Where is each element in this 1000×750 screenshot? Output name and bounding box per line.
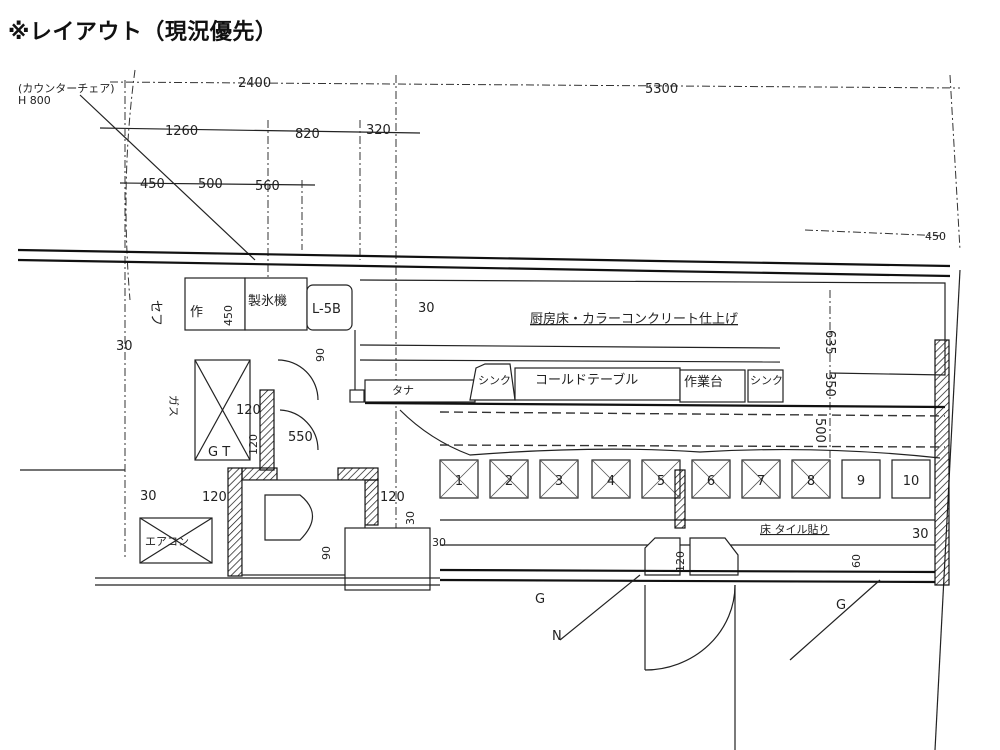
seat-number: 4	[607, 474, 615, 489]
seat-9: 9	[841, 459, 881, 499]
kitchen-counters	[359, 279, 946, 459]
dim-120-a: 120	[236, 403, 261, 418]
dim-120-c: 120	[202, 490, 227, 505]
seat-cross	[591, 459, 631, 499]
outer-wall	[17, 248, 961, 750]
dim-635: 635	[822, 330, 837, 355]
dim-30-d: 30	[432, 536, 446, 549]
glass-left-label: G	[535, 592, 545, 607]
dim-90-a: 90	[314, 348, 327, 362]
counter-seats: 1 2 3 4 5 6 7 8 9 10	[439, 459, 931, 499]
seat-cross	[539, 459, 579, 499]
dim-5300: 5300	[645, 82, 678, 97]
seat-10: 10	[891, 459, 931, 499]
seat-number: 8	[807, 474, 815, 489]
safe-label: セフ	[148, 300, 163, 326]
dim-30-c: 30	[140, 489, 157, 504]
hall-area	[439, 469, 936, 750]
kitchen-floor-note: 厨房床・カラーコンクリート仕上げ	[530, 311, 738, 327]
dim-450-vertical: 450	[222, 305, 235, 326]
gas-label: ガス	[167, 395, 180, 417]
work-table-main-label: 作業台	[684, 374, 723, 390]
sink-right-label: シンク	[750, 374, 783, 387]
l5b-label: L-5B	[312, 302, 341, 317]
seat-number: 10	[903, 474, 920, 489]
dim-30-b: 30	[418, 301, 435, 316]
dim-500: 500	[198, 177, 223, 192]
seat-box	[841, 459, 881, 499]
seat-6: 6	[691, 459, 731, 499]
seat-box	[891, 459, 931, 499]
seat-7: 7	[741, 459, 781, 499]
seat-number: 3	[555, 474, 563, 489]
seat-cross	[641, 459, 681, 499]
service-area	[95, 277, 476, 591]
seat-number: 5	[657, 474, 665, 489]
seat-number: 7	[757, 474, 765, 489]
dim-120-d: 120	[380, 490, 405, 505]
labels: (カウンターチェア) H 800 2400 5300 1260 820 320 …	[18, 76, 946, 644]
grease-trap-label: G T	[208, 445, 230, 460]
dim-90-b: 90	[320, 546, 333, 560]
sink-left-label: シンク	[478, 374, 511, 387]
seat-cross	[691, 459, 731, 499]
dim-550: 550	[288, 430, 313, 445]
seat-number: 1	[455, 474, 463, 489]
dim-500-vertical: 500	[812, 418, 827, 443]
seat-2: 2	[489, 459, 529, 499]
height-note: H 800	[18, 94, 51, 107]
seat-cross	[741, 459, 781, 499]
dim-60: 60	[850, 554, 863, 568]
aircon-label: エアコン	[145, 535, 189, 548]
seat-5: 5	[641, 459, 681, 499]
dimension-lines	[79, 69, 961, 560]
seat-4: 4	[591, 459, 631, 499]
seat-number: 9	[857, 474, 865, 489]
dim-450: 450	[140, 177, 165, 192]
seat-number: 6	[707, 474, 715, 489]
seat-number: 2	[505, 474, 513, 489]
dim-320: 320	[366, 123, 391, 138]
north-mark: N	[552, 629, 562, 644]
dim-350: 350	[822, 372, 837, 397]
work-table-label: 作	[190, 305, 203, 320]
dim-560: 560	[255, 179, 280, 194]
dim-30-f: 30	[404, 511, 417, 525]
dim-120-e: 120	[674, 551, 687, 572]
hall-floor-note: 床 タイル貼り	[760, 522, 830, 536]
seat-cross	[489, 459, 529, 499]
ice-machine-label: 製氷機	[248, 294, 287, 309]
cold-table-label: コールドテーブル	[535, 372, 638, 388]
glass-right-label: G	[836, 598, 846, 613]
dim-120-b: 120	[247, 434, 260, 455]
seat-3: 3	[539, 459, 579, 499]
dim-30-e: 30	[912, 527, 929, 542]
dim-30-a: 30	[116, 339, 133, 354]
dim-820: 820	[295, 127, 320, 142]
seat-1: 1	[439, 459, 479, 499]
dim-upper-right-450: 450	[925, 230, 946, 243]
counter-note: (カウンターチェア)	[18, 82, 115, 95]
seat-cross	[791, 459, 831, 499]
dim-2400: 2400	[238, 76, 271, 91]
seat-cross	[439, 459, 479, 499]
shelf-label: タナ	[392, 384, 414, 397]
dim-1260: 1260	[165, 124, 198, 139]
seat-8: 8	[791, 459, 831, 499]
page-title: ※レイアウト（現況優先）	[8, 20, 278, 45]
